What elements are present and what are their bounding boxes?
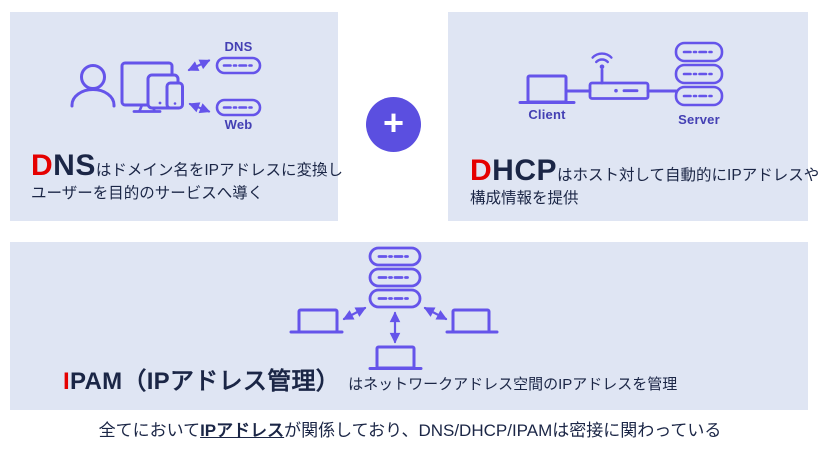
server-stack-icon [368,246,422,309]
laptop-icon [518,74,576,104]
ipam-desc: はネットワークアドレス空間のIPアドレスを管理 [348,376,678,393]
dns-desc-line2: ユーザーを目的のサービスへ導く [31,184,264,202]
dns-desc-line1: はドメイン名をIPアドレスに変換し [95,162,344,179]
footer-text-before: 全てにおいて [98,421,201,440]
plus-badge: + [366,97,421,152]
dns-server-label: DNS [224,39,253,54]
double-arrow-icon [423,306,448,321]
laptop-icon [368,345,423,370]
ipam-title: PAM（IPアドレス管理） [69,368,341,395]
user-icon [70,64,116,108]
dhcp-panel: Client Server DHCPはホスト対して自動的にIPアドレスや 構成情… [448,12,819,221]
double-arrow-icon [342,306,367,321]
dns-caption: DNSはドメイン名をIPアドレスに変換し ユーザーを目的のサービスへ導く [31,150,343,205]
server-label: Server [678,112,720,127]
client-label: Client [528,107,566,122]
double-arrow-icon [188,102,211,114]
ipam-title-red: I [63,368,70,395]
dns-panel: DNS Web DNSはドメイン名をIPアドレスに変換し ユーザーを目的のサービ… [10,12,343,221]
wifi-router-icon [588,52,650,100]
dns-title-red: D [31,149,54,182]
plus-icon: + [382,102,405,143]
dhcp-title-red: D [470,154,493,187]
laptop-icon [445,308,499,334]
web-server-label: Web [224,117,253,132]
footer-summary: 全てにおいてIPアドレスが関係しており、DNS/DHCP/IPAMは密接に関わっ… [0,419,820,443]
dhcp-diagram [518,41,724,107]
dhcp-caption: DHCPはホスト対して自動的にIPアドレスや 構成情報を提供 [470,155,819,210]
server-pill-icon [215,98,262,117]
dhcp-title: HCP [492,154,558,187]
dns-diagram [70,56,262,117]
dns-title: NS [53,149,96,182]
ipam-panel: IPAM（IPアドレス管理） はネットワークアドレス空間のIPアドレスを管理 [10,242,808,410]
ipam-caption: IPAM（IPアドレス管理） はネットワークアドレス空間のIPアドレスを管理 [63,369,677,394]
dhcp-desc-line1: はホスト対して自動的にIPアドレスや [557,167,820,184]
dhcp-desc-line2: 構成情報を提供 [470,189,579,207]
laptop-icon [289,308,344,334]
footer-text-after: が関係しており、DNS/DHCP/IPAMは密接に関わっている [284,421,722,440]
footer-text-emphasis: IPアドレス [200,421,285,440]
double-arrow-icon [187,59,211,72]
server-stack-icon [674,41,724,107]
server-pill-icon [215,56,262,75]
ipam-diagram [289,246,499,370]
phone-icon [165,81,184,110]
